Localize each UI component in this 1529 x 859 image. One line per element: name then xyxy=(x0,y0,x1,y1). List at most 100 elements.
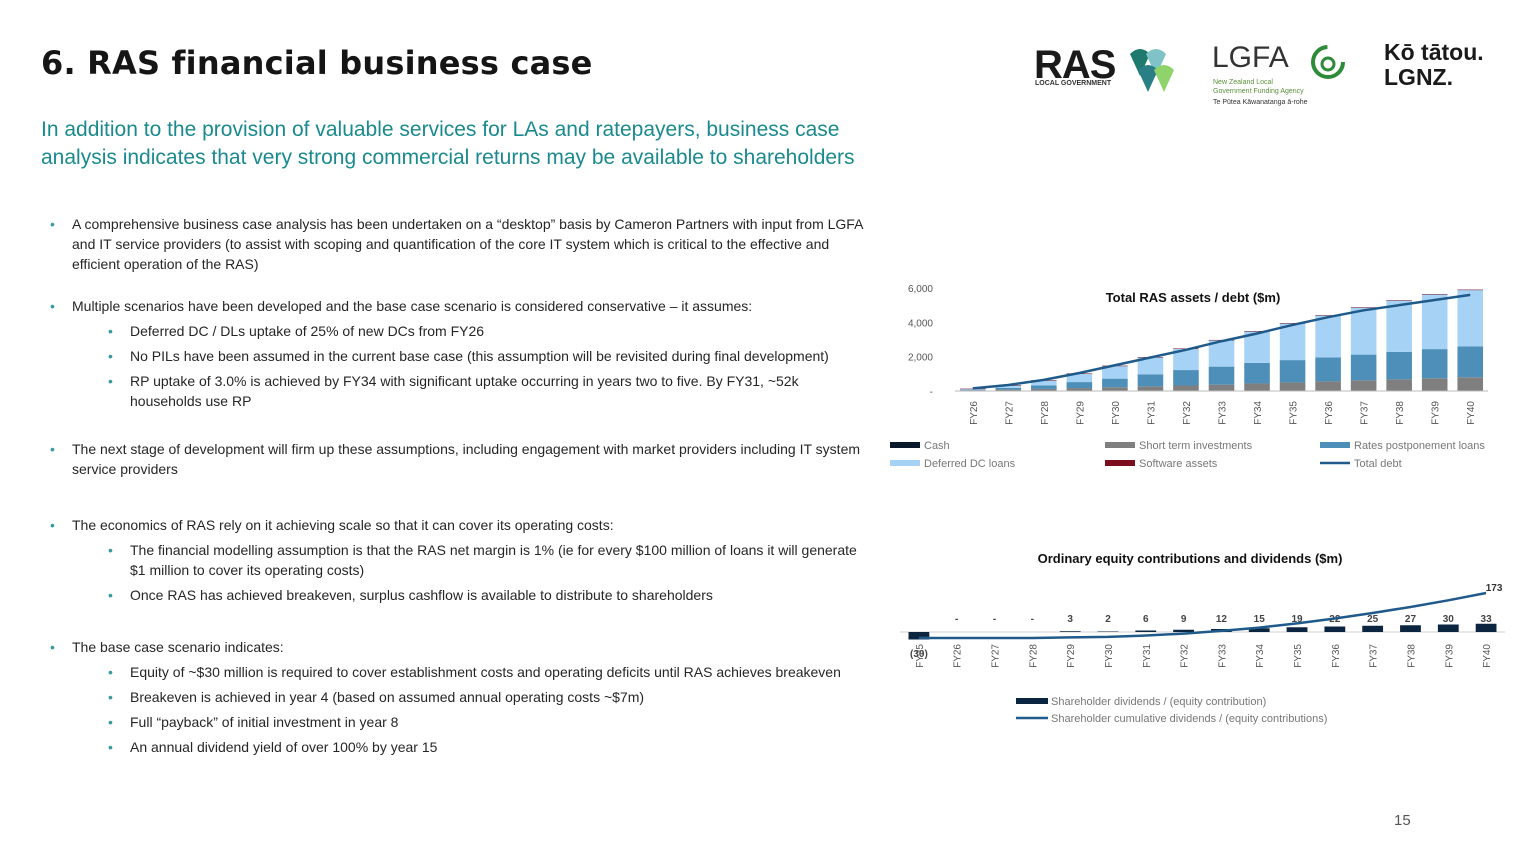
chart1-bar xyxy=(1386,351,1412,380)
bullet-5-3: Full “payback” of initial investment in … xyxy=(50,712,865,732)
chart1-x-tick: FY30 xyxy=(1111,401,1122,425)
chart1-bar xyxy=(1386,300,1412,352)
chart1-bar xyxy=(1457,346,1484,378)
chart1-bar xyxy=(1244,331,1270,332)
chart1-legend-swatch xyxy=(1105,442,1135,448)
chart1-x-tick: FY33 xyxy=(1218,401,1229,425)
chart2-data-label: 25 xyxy=(1367,614,1379,625)
slide-subtitle: In addition to the provision of valuable… xyxy=(41,116,961,172)
chart2-x-tick: FY38 xyxy=(1406,644,1417,668)
subtitle-line-1: In addition to the provision of valuable… xyxy=(41,118,840,141)
chart1-x-tick: FY27 xyxy=(1004,401,1015,425)
chart1-legend-label: Total debt xyxy=(1354,458,1402,470)
chart1-total-debt-line xyxy=(972,293,1471,390)
chart1-bar xyxy=(1102,378,1128,388)
chart2-bar xyxy=(1475,623,1497,632)
chart1-bar xyxy=(1350,307,1377,308)
chart2-bar xyxy=(1173,629,1194,632)
chart1-y-tick: 2,000 xyxy=(908,353,933,364)
chart1-bar xyxy=(1350,307,1377,355)
chart2-x-tick: FY28 xyxy=(1028,644,1039,668)
chart1-bar xyxy=(995,389,1022,391)
chart1-bar xyxy=(1137,386,1164,391)
chart1-legend-label: Rates postponement loans xyxy=(1354,440,1485,452)
chart1-bar xyxy=(1031,388,1057,391)
chart1-bar xyxy=(959,388,986,390)
chart2-data-label: 30 xyxy=(1443,614,1455,625)
lgfa-logo-subtext-1: New Zealand Local xyxy=(1213,79,1273,86)
chart1-bar xyxy=(1066,373,1093,383)
chart2-data-label: 6 xyxy=(1143,614,1149,625)
chart2-x-tick: FY32 xyxy=(1180,644,1191,668)
equity-dividends-chart: Ordinary equity contributions and divide… xyxy=(900,551,1505,725)
bullet-2: Multiple scenarios have been developed a… xyxy=(50,296,865,316)
chart1-x-tick: FY34 xyxy=(1253,401,1264,425)
bullet-5-4: An annual dividend yield of over 100% by… xyxy=(50,737,865,757)
chart2-bar xyxy=(1135,630,1157,632)
chart2-legend-label: Shareholder cumulative dividends / (equi… xyxy=(1051,713,1327,725)
chart1-bar xyxy=(1173,348,1199,371)
chart1-bar xyxy=(1031,385,1057,389)
chart2-x-tick: FY36 xyxy=(1331,644,1342,668)
chart2-data-label: (30) xyxy=(910,649,928,660)
bullet-5-2: Breakeven is achieved in year 4 (based o… xyxy=(50,687,865,707)
bullet-3: The next stage of development will firm … xyxy=(50,439,865,479)
chart2-x-tick: FY27 xyxy=(991,644,1002,668)
chart1-x-tick: FY26 xyxy=(969,401,980,425)
chart1-bar xyxy=(959,388,986,390)
chart1-bar xyxy=(1315,315,1341,358)
chart2-bar xyxy=(908,632,930,640)
chart2-bar xyxy=(1324,626,1346,632)
chart1-bar xyxy=(1066,388,1093,391)
chart1-bar xyxy=(1350,354,1377,381)
chart2-x-tick: FY29 xyxy=(1066,644,1077,668)
chart1-x-tick: FY35 xyxy=(1289,401,1300,425)
assets-debt-chart: Total RAS assets / debt ($m)-2,0004,0006… xyxy=(890,284,1488,470)
chart2-end-label: 173 xyxy=(1486,583,1503,594)
chart1-bar xyxy=(1279,382,1306,391)
bullet-1: A comprehensive business case analysis h… xyxy=(50,214,865,274)
chart1-x-tick: FY36 xyxy=(1324,401,1335,425)
subtitle-line-2: analysis indicates that very strong comm… xyxy=(41,146,855,169)
lgnz-logo-line-2: LGNZ. xyxy=(1384,64,1453,90)
chart1-bar xyxy=(1066,382,1093,389)
chart1-bar xyxy=(1244,383,1270,391)
chart1-bar xyxy=(1350,380,1377,391)
bullet-4: The economics of RAS rely on it achievin… xyxy=(50,515,865,535)
chart1-legend-swatch xyxy=(1105,460,1135,466)
chart1-bar xyxy=(1315,357,1341,382)
chart1-bar xyxy=(1421,378,1448,391)
chart1-legend-label: Deferred DC loans xyxy=(924,458,1016,470)
lgfa-logo: LGFA New Zealand Local Government Fundin… xyxy=(1212,42,1362,112)
page-number: 15 xyxy=(1394,812,1411,829)
chart1-title: Total RAS assets / debt ($m) xyxy=(1106,290,1281,305)
chart2-x-tick: FY35 xyxy=(1293,644,1304,668)
ras-logo-text: RAS xyxy=(1034,43,1116,87)
chart1-bar xyxy=(1421,294,1448,295)
chart1-bar xyxy=(1279,323,1306,324)
chart2-x-tick: FY30 xyxy=(1104,644,1115,668)
chart2-data-label: - xyxy=(1031,614,1034,625)
chart2-data-label: 12 xyxy=(1216,614,1228,625)
chart2-data-label: 9 xyxy=(1181,614,1187,625)
chart2-data-label: - xyxy=(955,614,958,625)
chart1-y-tick: 4,000 xyxy=(908,318,933,329)
chart2-data-label: 3 xyxy=(1067,614,1073,625)
chart1-bar xyxy=(1386,300,1412,301)
chart1-bar xyxy=(1102,365,1128,379)
chart2-x-tick: FY40 xyxy=(1482,644,1493,668)
chart2-bar xyxy=(1059,631,1081,632)
chart1-legend-swatch xyxy=(1320,442,1350,448)
chart2-x-tick: FY37 xyxy=(1369,644,1380,668)
chart1-bar xyxy=(1244,362,1270,384)
chart1-legend-label: Cash xyxy=(924,440,950,452)
chart1-bar xyxy=(1279,323,1306,361)
chart1-bar xyxy=(1102,387,1128,391)
bullet-2-1: Deferred DC / DLs uptake of 25% of new D… xyxy=(50,321,865,341)
chart2-bar xyxy=(1097,631,1119,632)
chart2-bar xyxy=(1248,628,1270,632)
chart1-bar xyxy=(1457,289,1484,347)
bullet-4-2: Once RAS has achieved breakeven, surplus… xyxy=(50,585,865,605)
chart1-bar xyxy=(1031,380,1057,386)
chart1-bar xyxy=(1421,349,1448,379)
